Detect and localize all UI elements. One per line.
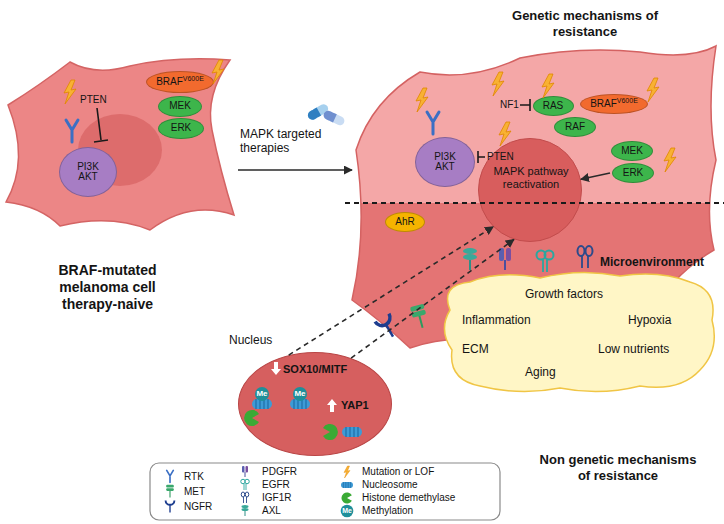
protein-blob: ERK <box>612 163 654 183</box>
cell-outline: BRAF-mutated melanoma cell therapy-naive… <box>0 55 236 233</box>
factor-label: Growth factors <box>525 287 603 301</box>
legend-label: Mutation or LOF <box>362 466 434 478</box>
protein-blob: RAS <box>533 96 574 116</box>
protein-label: AKT <box>78 172 97 183</box>
protein-label: RAS <box>543 101 564 112</box>
protein-label: PI3K <box>434 152 456 163</box>
factor-label: Hypoxia <box>628 313 671 327</box>
protein-label: V600E <box>183 75 204 82</box>
factor-label: Aging <box>525 365 556 379</box>
section-heading: Genetic mechanisms of resistance <box>505 8 665 39</box>
section-heading: Non genetic mechanisms of resistance <box>532 452 704 483</box>
legend-label: AXL <box>262 505 281 517</box>
protein-label: ERK <box>623 168 644 179</box>
protein-blob: PI3KAKT <box>59 147 117 197</box>
protein-label: BRAF <box>156 77 183 88</box>
protein-label: PTEN <box>487 151 514 163</box>
protein-blob: PI3KAKT <box>415 137 475 187</box>
methylation-mark: Me <box>337 506 357 516</box>
protein-blob: AhR <box>385 212 425 232</box>
ngfr-receptor <box>166 500 175 512</box>
protein-label: PI3K <box>77 162 99 173</box>
connector-line <box>238 169 352 171</box>
protein-label: RAF <box>565 122 585 133</box>
legend-label: PDGFR <box>262 466 297 478</box>
gene-label: SOX10/MITF <box>283 363 347 376</box>
protein-label: PTEN <box>80 94 107 106</box>
section-heading: Microenvironment <box>600 255 704 269</box>
legend-label: Nucleosome <box>362 479 418 491</box>
protein-blob: BRAFV600E <box>146 71 214 93</box>
factor-label: Inflammation <box>462 313 531 327</box>
protein-label: NF1 <box>500 99 519 111</box>
pill-icon <box>322 109 346 126</box>
factor-label: ECM <box>462 342 489 356</box>
legend-label: Methylation <box>362 505 413 517</box>
legend-label: Histone demethylase <box>362 492 455 504</box>
met-receptor <box>166 485 174 498</box>
protein-blob: BRAFV600E <box>580 94 648 114</box>
protein-label: BRAF <box>590 99 617 110</box>
protein-label: ERK <box>171 123 192 134</box>
gene-label: YAP1 <box>341 399 369 412</box>
factor-label: Low nutrients <box>598 342 669 356</box>
microenvironment-cloud: MicroenvironmentGrowth factorsInflammati… <box>440 270 720 396</box>
edge-label: MAPK targeted therapies <box>240 127 340 156</box>
circle-label: MAPK pathway reactivation <box>487 165 575 191</box>
axl-receptor <box>242 505 249 516</box>
igf1r-receptor <box>241 492 249 503</box>
pdgfr-receptor <box>242 466 248 477</box>
legend-box <box>150 463 500 520</box>
rtk-receptor <box>167 470 174 482</box>
egfr-receptor <box>241 479 250 490</box>
protein-blob: ERK <box>158 118 204 139</box>
methylation-mark: Me <box>290 389 310 399</box>
nucleosome-icon <box>341 482 353 488</box>
demethylase-icon <box>341 492 351 503</box>
methylation-mark: Me <box>252 389 272 399</box>
cell-heading: BRAF-mutated melanoma cell therapy-naive <box>40 262 175 312</box>
connector-arrow <box>238 170 352 171</box>
mutation-bolt <box>344 466 350 478</box>
legend-label: RTK <box>184 471 204 483</box>
protein-label: MEK <box>621 146 643 157</box>
protein-blob: MEK <box>611 141 653 161</box>
legend-label: IGF1R <box>262 492 291 504</box>
legend-label: NGFR <box>184 501 212 513</box>
protein-label: V600E <box>617 97 638 104</box>
protein-label: AKT <box>435 162 454 173</box>
protein-blob: RAF <box>554 117 596 137</box>
legend-label: MET <box>184 486 205 498</box>
protein-label: AhR <box>395 217 414 228</box>
nucleus-heading: Nucleus <box>229 333 272 347</box>
protein-blob: MEK <box>158 96 202 117</box>
protein-label: MEK <box>169 101 191 112</box>
nucleosome-icon <box>342 427 362 437</box>
legend-label: EGFR <box>262 479 290 491</box>
